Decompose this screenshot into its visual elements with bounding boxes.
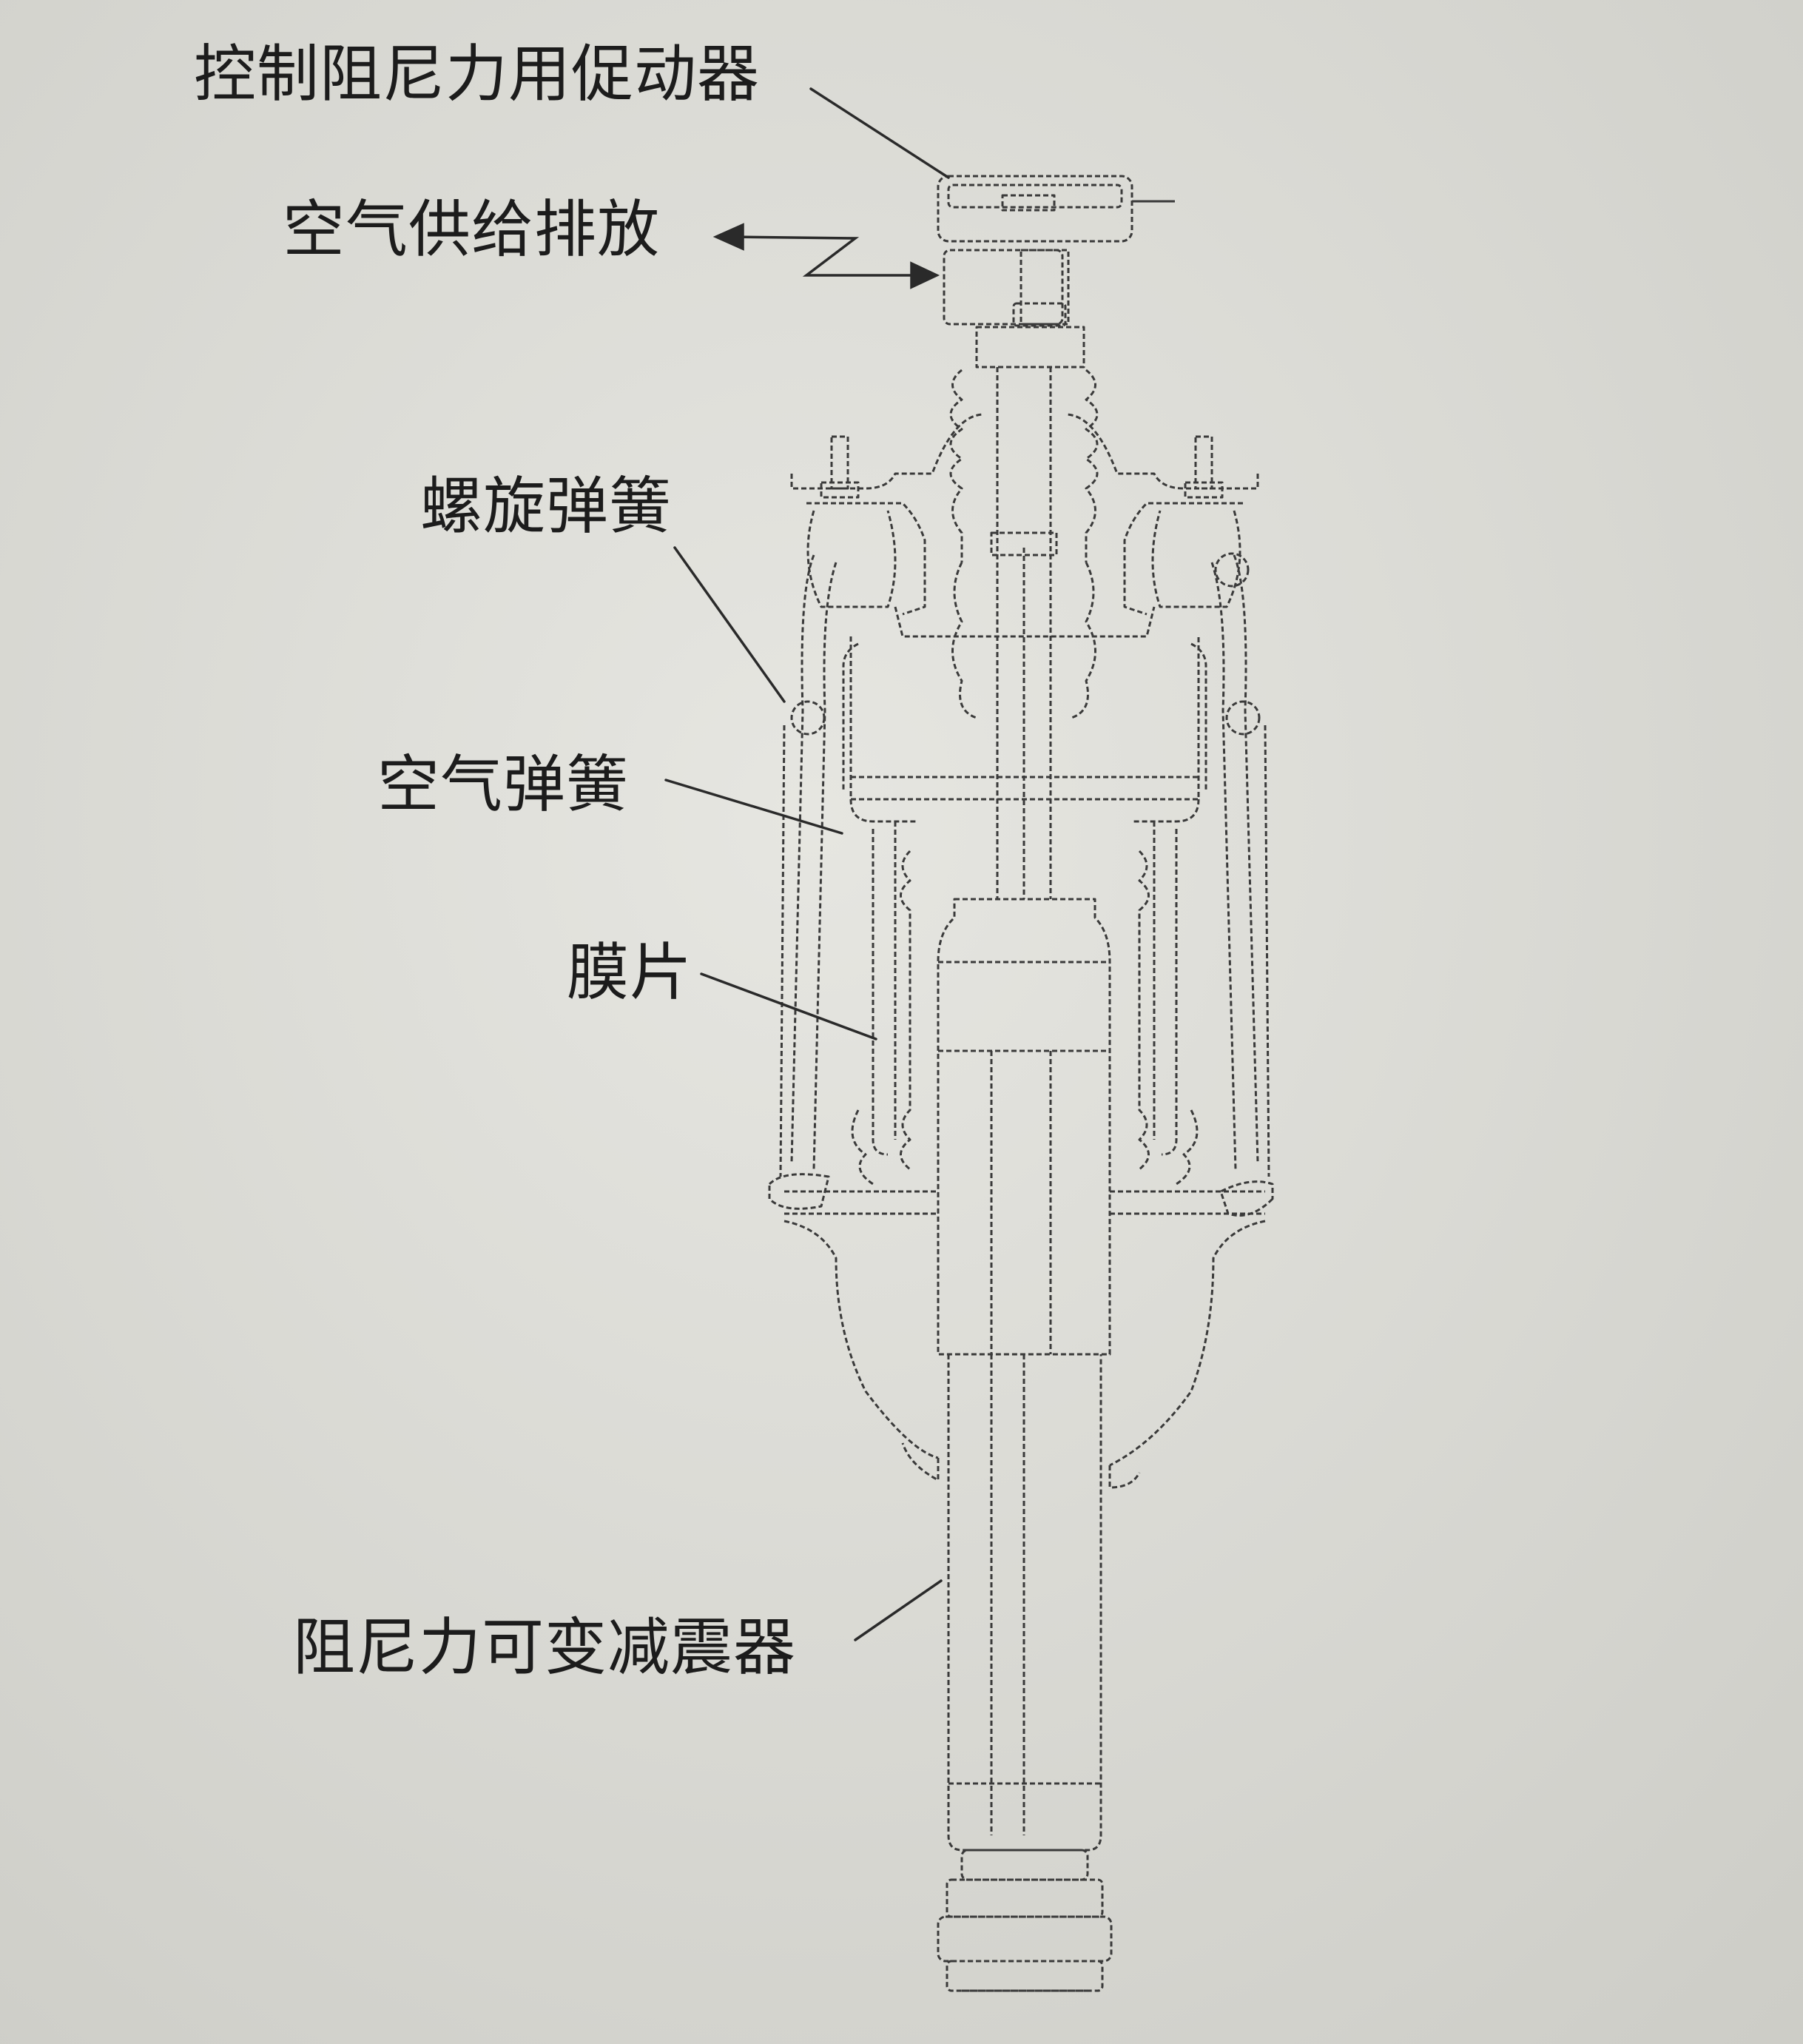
leader-damper <box>854 1579 943 1641</box>
label-air-spring: 空气弹簧 <box>377 748 630 821</box>
label-actuator: 控制阻尼力用促动器 <box>194 38 761 110</box>
piston-rod <box>990 367 1058 899</box>
label-air-supply: 空气供给排放 <box>283 193 661 266</box>
damper-upper-body <box>937 898 1111 1356</box>
damping-actuator <box>937 175 1175 369</box>
air-spring <box>842 636 1207 823</box>
right-arrowhead-icon <box>910 261 940 289</box>
label-variable-damper: 阻尼力可变减震器 <box>293 1611 797 1684</box>
leader-air-spring <box>664 779 843 835</box>
leader-coil-spring <box>673 546 786 703</box>
leader-actuator <box>809 87 950 179</box>
membrane <box>851 821 1199 1186</box>
bottom-bushing <box>937 1849 1113 1992</box>
label-membrane: 膜片 <box>567 936 693 1009</box>
air-supply-arrow-line <box>727 235 926 277</box>
dust-boot <box>949 369 1099 719</box>
label-coil-spring: 螺旋弹簧 <box>420 470 673 542</box>
upper-mount <box>790 413 1259 638</box>
lower-bracket <box>783 1190 1266 1489</box>
left-arrowhead-icon <box>712 223 744 251</box>
leader-membrane <box>700 972 877 1041</box>
